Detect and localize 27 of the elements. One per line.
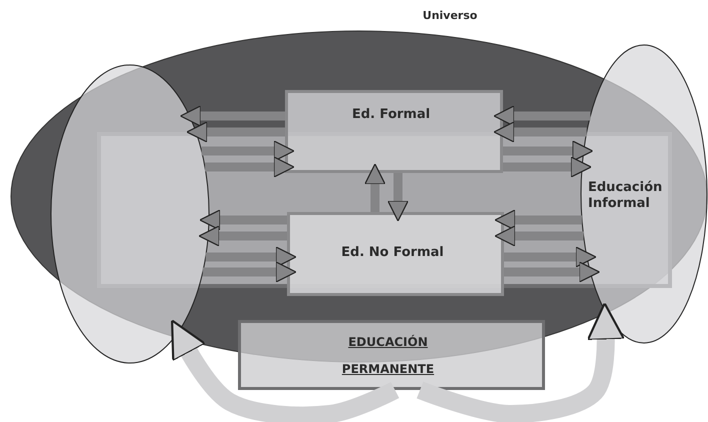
node-label: EDUCACIÓN PERMANENTE [340,334,436,378]
process-box [285,90,503,173]
arrow [504,246,596,268]
arrow [494,209,582,231]
arrow [186,121,285,143]
arrow [202,261,297,283]
arrow [364,163,386,212]
arrow [416,302,625,422]
arrow [202,140,295,162]
arrow [503,140,594,162]
node-label: Ed. No Formal [340,245,445,261]
arrow [204,156,295,178]
process-box [287,212,504,296]
process-box [238,320,545,390]
arrow [387,173,409,222]
arrow [503,156,592,178]
arrow [180,105,285,127]
arrow [504,261,600,283]
arrow [170,320,400,422]
arrow [198,225,287,247]
node-label: Educación Informal [588,180,664,212]
arrow [493,105,590,127]
node-label: Ed. Formal [350,107,432,123]
node-label: Universo [422,8,478,24]
arrow [493,121,587,143]
arrow [494,225,584,247]
arrow [199,209,287,231]
